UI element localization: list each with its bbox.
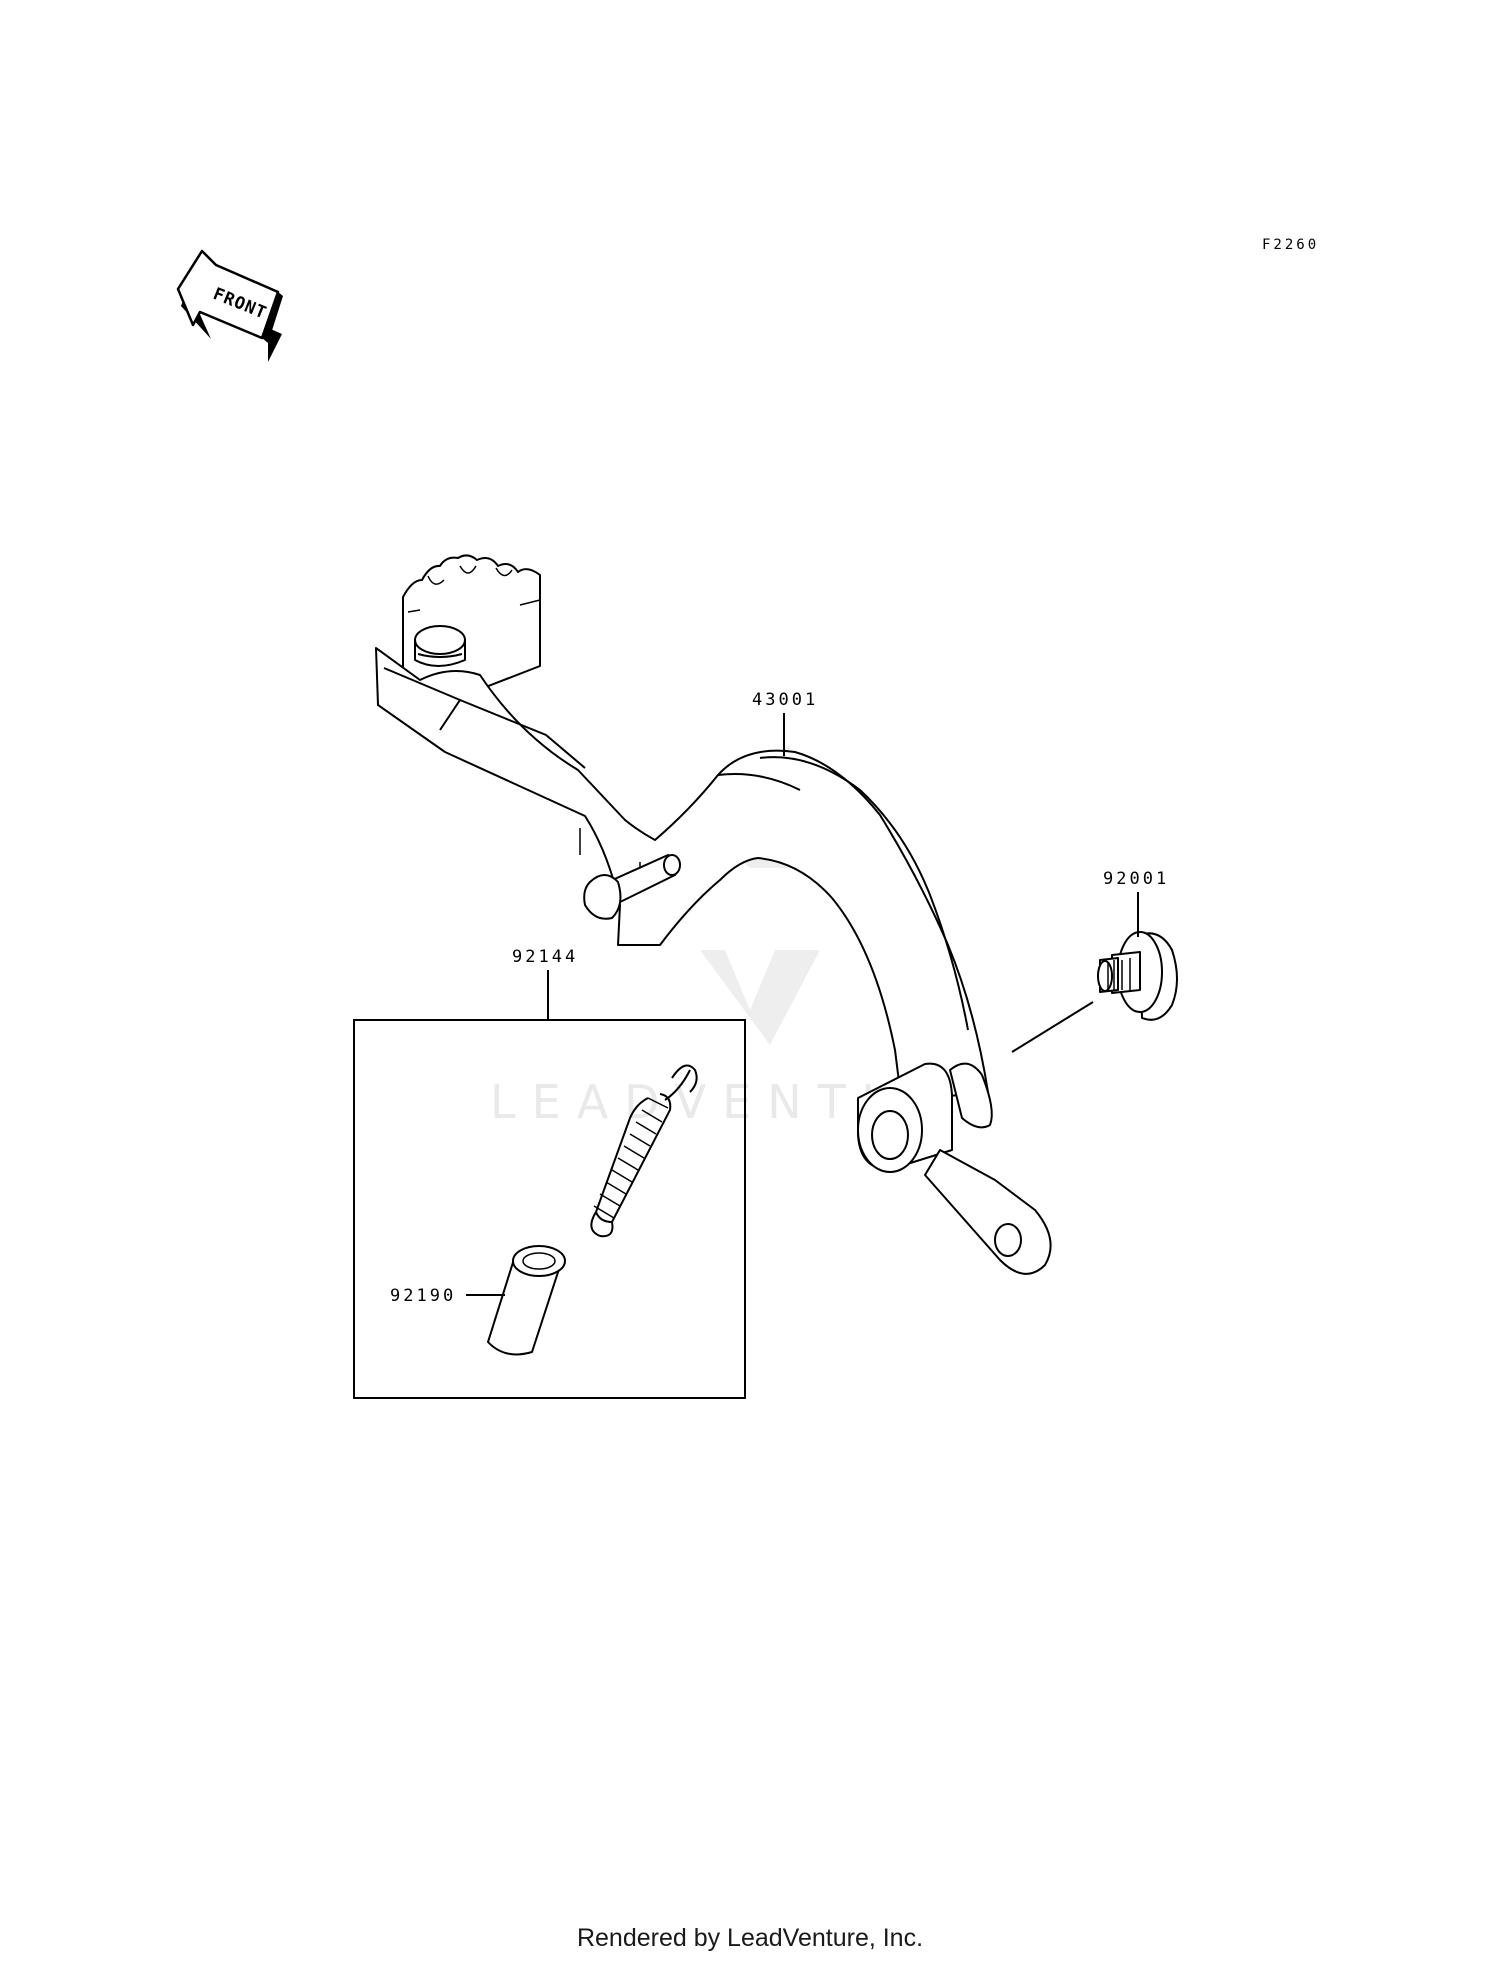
spacer-collar <box>487 1245 566 1356</box>
diagram-code: F2260 <box>1262 237 1319 253</box>
leader-lines <box>466 713 1139 1296</box>
callout-92190: 92190 <box>390 1286 456 1306</box>
return-spring <box>590 1064 698 1238</box>
spring-kit-box <box>353 1019 746 1399</box>
callout-92144: 92144 <box>512 947 578 967</box>
front-arrow-icon: FRONT <box>176 249 283 362</box>
pivot-bolt <box>1097 931 1178 1021</box>
footer-credit: Rendered by LeadVenture, Inc. <box>576 1924 924 1952</box>
callout-43001: 43001 <box>752 690 818 710</box>
brake-pedal <box>375 554 1052 1275</box>
callout-92001: 92001 <box>1103 869 1169 889</box>
